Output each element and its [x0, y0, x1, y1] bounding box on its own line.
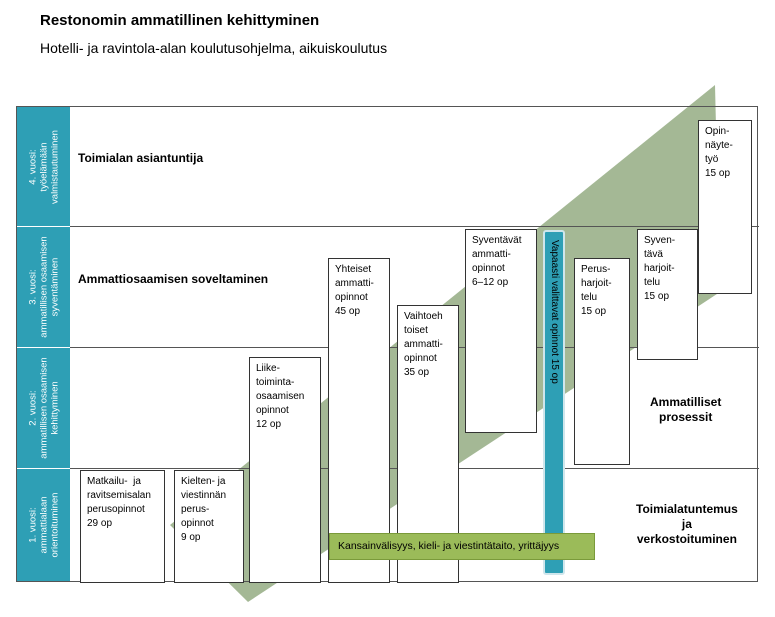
year-band-2: 2. vuosi: ammatillisen osaamisen kehitty…	[17, 348, 70, 469]
label-toimialatuntemus: Toimialatuntemus ja verkostoituminen	[636, 502, 738, 546]
year-label-2: 2. vuosi: ammatillisen osaamisen kehitty…	[27, 357, 60, 459]
box-syventava-harjoittelu: Syven- tävä harjoit- telu 15 op	[637, 229, 698, 360]
kansainvalisyys-bar: Kansainvälisyys, kieli- ja viestintätait…	[329, 533, 595, 560]
year-label-1: 1. vuosi: ammattialaan orientoituminen	[27, 492, 60, 558]
box-perusharjoittelu: Perus- harjoit- telu 15 op	[574, 258, 630, 465]
row-title-soveltaminen: Ammattiosaamisen soveltaminen	[78, 272, 269, 286]
row-divider	[16, 226, 759, 227]
year-band-1: 1. vuosi: ammattialaan orientoituminen	[17, 469, 70, 581]
page-title: Restonomin ammatillinen kehittyminen	[40, 12, 320, 29]
box-kielten-perusopinnot: Kielten- ja viestinnän perus- opinnot 9 …	[174, 470, 244, 583]
box-yhteiset-ammattiopinnot: Yhteiset ammatti- opinnot 45 op	[328, 258, 390, 583]
vapaasti-valittavat-label: Vapaasti valittavat opinnot 15 op	[549, 240, 560, 384]
box-syventavat-ammattiopinnot: Syventävät ammatti- opinnot 6–12 op	[465, 229, 537, 433]
year-label-3: 3. vuosi: ammatillisen osaamisen syventä…	[27, 236, 60, 338]
page-subtitle: Hotelli- ja ravintola-alan koulutusohjel…	[40, 40, 388, 56]
box-liiketoiminta-opinnot: Liike- toiminta- osaamisen opinnot 12 op	[249, 357, 321, 583]
vapaasti-valittavat-bar: Vapaasti valittavat opinnot 15 op	[543, 230, 565, 575]
row-title-asiantuntija: Toimialan asiantuntija	[78, 151, 204, 165]
label-ammatilliset-prosessit: Ammatilliset prosessit	[650, 395, 722, 424]
box-opinnaytetyo: Opin- näyte- työ 15 op	[698, 120, 752, 294]
box-matkailu-perusopinnot: Matkailu- ja ravitsemisalan perusopinnot…	[80, 470, 165, 583]
year-band-3: 3. vuosi: ammatillisen osaamisen syventä…	[17, 227, 70, 348]
year-label-4: 4. vuosi: työelämään valmistautuminen	[27, 129, 60, 204]
year-band-4: 4. vuosi: työelämään valmistautuminen	[17, 107, 70, 227]
